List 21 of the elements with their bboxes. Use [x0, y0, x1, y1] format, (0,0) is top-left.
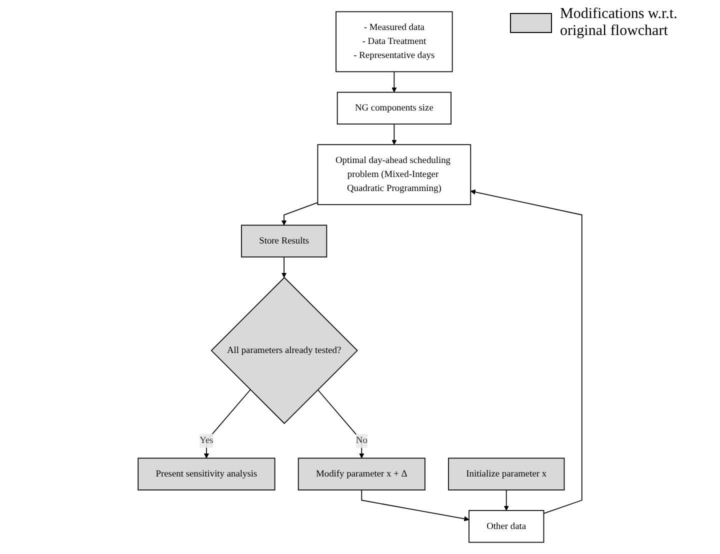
arrow — [392, 124, 397, 145]
node-diamond: All parameters already tested? — [210, 276, 358, 424]
node-box: Modify parameter x + Δ — [298, 458, 426, 490]
arrow — [392, 71, 397, 93]
node-box: Present sensitivity analysis — [138, 458, 276, 490]
arrow — [361, 490, 470, 522]
node-box: Other data — [468, 510, 544, 543]
node-box: NG components size — [336, 92, 452, 124]
node-box: - Measured data - Data Treatment - Representative days — [336, 11, 453, 72]
arrow — [470, 189, 582, 514]
arrow — [317, 389, 364, 458]
legend-text: Modifications w.r.t. original flowchart — [560, 6, 678, 40]
edge-label: Yes — [200, 436, 214, 446]
node-box: Initialize parameter x — [448, 458, 565, 490]
arrow — [281, 256, 287, 278]
arrow — [204, 389, 251, 458]
edge-label: No — [356, 436, 368, 446]
node-box: Store Results — [241, 224, 328, 258]
node-box: Optimal day-ahead scheduling problem (Mixed-Integer Quadratic Programming) — [317, 144, 472, 206]
arrow — [281, 202, 318, 226]
arrow — [504, 490, 509, 511]
